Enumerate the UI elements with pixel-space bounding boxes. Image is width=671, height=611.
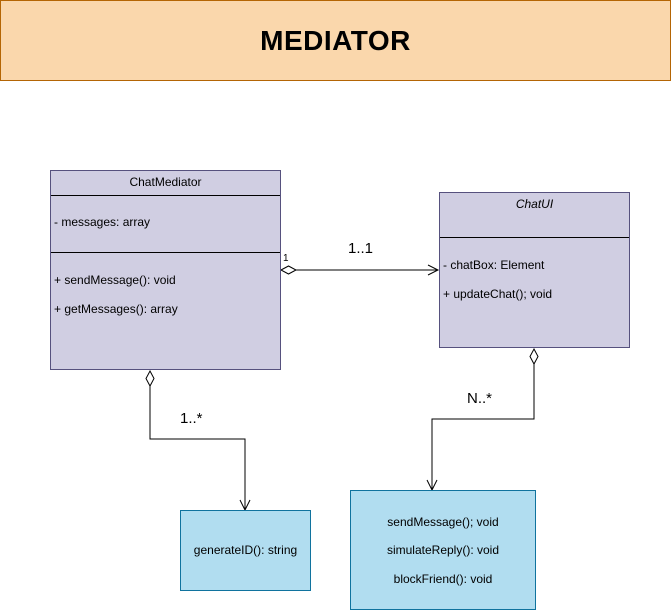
multiplicity-mediator-ui: 1 — [283, 253, 289, 264]
method-send-message: + sendMessage(): void — [54, 273, 176, 287]
edge-label-mediator-ui: 1..1 — [348, 240, 374, 257]
edge-mediator-to-ui — [279, 264, 440, 276]
title-banner: MEDIATOR — [0, 0, 671, 81]
box-line-send-message: sendMessage(); void — [387, 515, 499, 529]
diagram-title: MEDIATOR — [260, 24, 411, 56]
box-line-simulate-reply: simulateReply(): void — [386, 543, 500, 557]
edge-ui-to-actions — [426, 347, 539, 492]
box-id-generator[interactable]: generateID(): string — [180, 510, 311, 591]
methods-chat-mediator: + sendMessage(): void + getMessages(): a… — [51, 253, 280, 369]
arrowhead-ui — [427, 264, 440, 276]
edge-label-ui-actions: N..* — [467, 390, 493, 407]
attribute-messages: - messages: array — [54, 215, 151, 229]
edge-mediator-to-generator — [145, 369, 251, 512]
aggregation-diamond-ui-actions — [529, 347, 539, 366]
class-name-chat-mediator: ChatMediator — [51, 171, 280, 196]
attributes-chat-mediator: - messages: array — [51, 196, 280, 253]
attribute-chat-box: - chatBox: Element — [443, 258, 545, 272]
method-get-messages: + getMessages(): array — [54, 302, 178, 316]
class-name-chat-ui: ChatUI — [440, 193, 629, 238]
aggregation-diamond-mediator-ui — [279, 265, 298, 275]
members-chat-ui: - chatBox: Element + updateChat(); void — [440, 238, 629, 347]
box-line-generate-id: generateID(): string — [193, 543, 298, 557]
box-line-block-friend: blockFriend(): void — [393, 572, 493, 586]
edge-label-mediator-generator: 1..* — [180, 410, 203, 427]
class-chat-mediator[interactable]: ChatMediator - messages: array + sendMes… — [50, 170, 281, 370]
aggregation-diamond-mediator-generator — [145, 369, 155, 388]
method-update-chat: + updateChat(); void — [443, 287, 553, 301]
box-chat-actions[interactable]: sendMessage(); void simulateReply(): voi… — [350, 490, 536, 610]
class-chat-ui[interactable]: ChatUI - chatBox: Element + updateChat()… — [439, 192, 630, 348]
